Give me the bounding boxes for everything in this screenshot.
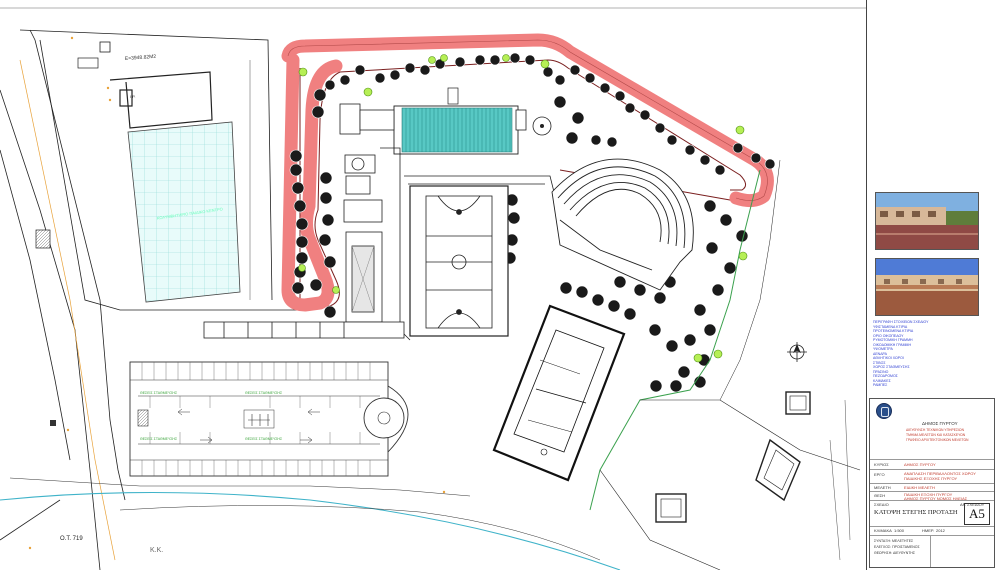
legend-line: ΚΛΙΜΑΚΕΣ: [873, 378, 891, 383]
header-line: ΓΡΑΦΕΙΟ ΑΡΧΙΤΕΚΤΟΝΙΚΩΝ ΜΕΛΕΤΩΝ: [906, 438, 969, 442]
legend-line: ΡΑΜΠΕΣ: [873, 383, 888, 387]
legend-line: ΥΦΙΣΤΑΜΕΝΑ ΚΤΙΡΙΑ: [873, 324, 908, 329]
road: [0, 477, 621, 570]
municipality-logo-icon: [876, 403, 892, 419]
location-line: ΠΑΙΔΙΚΗ ΕΞΟΧΗ ΠΥΡΓΟΥ: [904, 492, 953, 497]
existing-building: [109, 71, 213, 129]
existing-structures-right: [655, 391, 811, 523]
parking-sign-3: ΘΕΣΕΙΣ ΣΤΑΘΜΕΥΣΗΣ: [140, 437, 178, 441]
owner: ΔΗΜΟΣ ΠΥΡΓΟΥ: [904, 462, 936, 467]
scale: 1:500: [894, 528, 905, 533]
header-line: ΤΜΗΜΑ ΜΕΛΕΤΩΝ ΚΑΙ ΚΑΤΑΣΚΕΥΩΝ: [906, 433, 966, 437]
location-line: ΔΗΜΟΣ ΠΥΡΓΟΥ ΝΟΜΟΣ ΗΛΕΙΑΣ: [904, 496, 968, 501]
sheet-id: Α5: [964, 503, 990, 525]
drawing-title: ΚΑΤΟΨΗ ΣΤΕΓΗΣ ΠΡΟΤΑΣΗ: [874, 509, 958, 516]
legend-line: ΠΡΑΣΙΝΟ: [873, 369, 889, 374]
label-location: ΘΕΣΗ: [874, 493, 886, 498]
site-plan: Ι.Ρ. ΚΟΛΥΜΒΗΤΗΡΙΟ ΠΑΙΔΙΚΟ ΚΕΝΤΡΟ Ε=3948.…: [0, 7, 866, 570]
label-sheet: ΑΡ. ΣΧΕΔΙΟΥ: [960, 502, 985, 507]
legend: ΠΕΡΙΓΡΑΦΗ ΣΤΟΙΧΕΙΩΝ ΣΧΕΔΙΟΥ ΥΦΙΣΤΑΜΕΝΑ Κ…: [873, 320, 933, 388]
legend-line: ΥΨΟΜΕΤΡΑ: [873, 347, 893, 351]
parking-sign-1: ΘΕΣΕΙΣ ΣΤΑΘΜΕΥΣΗΣ: [140, 391, 178, 395]
area-label: Ε=3948.82M2: [125, 54, 157, 62]
parking-sign-4: ΘΕΣΕΙΣ ΣΤΑΘΜΕΥΣΗΣ: [245, 437, 283, 441]
label-date: ΗΜΕΡ.: [922, 528, 935, 533]
green-trees: [298, 54, 748, 363]
label-project: ΕΡΓΟ: [874, 472, 885, 477]
road-label: Κ.Κ.: [150, 547, 163, 554]
legend-line: ΠΡΟΤΕΙΝΟΜΕΝΑ ΚΤΙΡΙΑ: [873, 329, 914, 333]
study: ΕΙΔΙΚΗ ΜΕΛΕΤΗ: [904, 485, 935, 490]
legend-line: ΑΘΛΗΤΙΚΟΙ ΧΩΡΟΙ: [873, 356, 904, 360]
amphitheater: [551, 158, 694, 291]
pool-building: [339, 87, 552, 155]
trees: [289, 52, 776, 393]
sidebar-panel: ΠΕΡΙΓΡΑΦΗ ΣΤΟΙΧΕΙΩΝ ΣΧΕΔΙΟΥ ΥΦΙΣΤΑΜΕΝΑ Κ…: [866, 0, 996, 570]
header-line: ΔΙΕΥΘΥΝΣΗ ΤΕΧΝΙΚΩΝ ΥΠΗΡΕΣΙΩΝ: [906, 428, 965, 432]
label-scale: ΚΛΙΜΑΚΑ: [874, 528, 892, 533]
site-photo-1: [875, 192, 979, 250]
pool-area: ΚΟΛΥΜΒΗΤΗΡΙΟ ΠΑΙΔΙΚΟ ΚΕΝΤΡΟ: [127, 121, 241, 303]
label-owner: ΚΥΡΙΟΣ: [874, 462, 889, 467]
legend-line: ΔΕΝΔΡΑ: [873, 351, 887, 356]
legend-line: ΠΕΖΟΔΡΟΜΟΣ: [873, 374, 898, 378]
site-photo-2: [875, 258, 979, 316]
central-building: [343, 147, 556, 341]
legend-line: ΧΩΡΟΣ ΣΤΑΘΜΕΥΣΗΣ: [873, 365, 910, 369]
building-label: Ι.Ρ.: [130, 94, 136, 99]
legend-line: ΡΥΜΟΤΟΜΙΚΗ ΓΡΑΜΜΗ: [873, 338, 913, 342]
ramp-corridor: [203, 231, 405, 339]
label-study: ΜΕΛΕΤΗ: [874, 485, 891, 490]
parking-lot: [129, 361, 409, 477]
label-drawing: ΣΧΕΔΙΟ: [874, 502, 889, 507]
footer-line: ΘΕΩΡΗΣΗ: ΔΙΕΥΘΥΝΤΗΣ: [874, 551, 916, 555]
right-boundary: [589, 159, 861, 570]
legend-line: ΟΡΙΟ ΟΙΚΟΠΕΔΟΥ: [873, 333, 904, 338]
legend-line: ΠΕΡΙΓΡΑΦΗ ΣΤΟΙΧΕΙΩΝ ΣΧΕΔΙΟΥ: [873, 320, 929, 324]
project-line: ΑΝΑΠΛΑΣΗ ΠΕΡΙΒΑΛΛΟΝΤΟΣ ΧΩΡΟΥ: [904, 471, 976, 476]
title-block: ΔΗΜΟΣ ΠΥΡΓΟΥ ΔΙΕΥΘΥΝΣΗ ΤΕΧΝΙΚΩΝ ΥΠΗΡΕΣΙΩ…: [869, 398, 995, 568]
legend-line: ΣΤΙΒΟΣ: [873, 360, 886, 365]
parking-sign-2: ΘΕΣΕΙΣ ΣΤΑΘΜΕΥΣΗΣ: [245, 391, 283, 395]
authority: ΔΗΜΟΣ ΠΥΡΓΟΥ: [922, 421, 958, 426]
basketball-court: [409, 185, 509, 337]
date: 2012: [936, 528, 945, 533]
tennis-court: [492, 304, 626, 482]
footer-line: ΕΛΕΓΧΟΣ: ΠΡΟΙΣΤΑΜΕΝΟΣ: [874, 545, 920, 549]
footer-line: ΣΥΝΤΑΞΗ: ΜΕΛΕΤΗΤΕΣ: [874, 539, 914, 543]
legend-line: ΟΙΚΟΔΟΜΙΚΗ ΓΡΑΜΜΗ: [873, 342, 911, 347]
north-arrow-icon: [787, 342, 807, 362]
project-line: ΠΑΙΔΙΚΗΣ ΕΞΟΧΗΣ ΠΥΡΓΟΥ: [904, 476, 958, 481]
lot-label: Ο.Τ. 719: [60, 536, 83, 542]
